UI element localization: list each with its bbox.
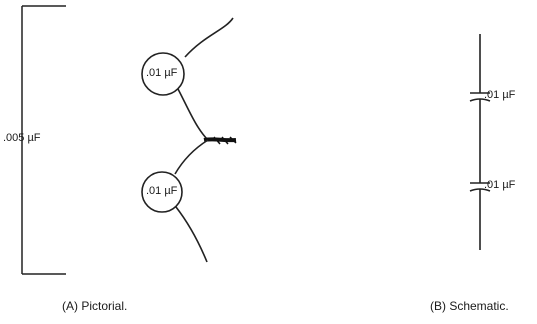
top-capacitor-lower-lead <box>177 88 209 141</box>
bottom-capacitor-label: .01 µF <box>146 185 178 197</box>
top-capacitor-label: .01 µF <box>146 67 178 79</box>
total-capacitance-bracket <box>21 5 66 275</box>
bottom-capacitor-upper-lead <box>174 139 209 175</box>
top-capacitor-body <box>141 52 185 96</box>
top-capacitor-upper-lead <box>184 17 234 58</box>
bottom-capacitor-lower-lead <box>175 206 208 263</box>
total-capacitance-label: .005 µF <box>3 132 41 144</box>
bottom-capacitor-body <box>141 171 183 213</box>
twisted-lead-junction <box>203 136 237 145</box>
schematic-caption: (B) Schematic. <box>430 299 509 313</box>
schematic-cap1-label: .01 µF <box>484 89 516 101</box>
pictorial-caption: (A) Pictorial. <box>62 299 128 313</box>
schematic-cap2-label: .01 µF <box>484 179 516 191</box>
schematic-circuit <box>469 34 491 250</box>
